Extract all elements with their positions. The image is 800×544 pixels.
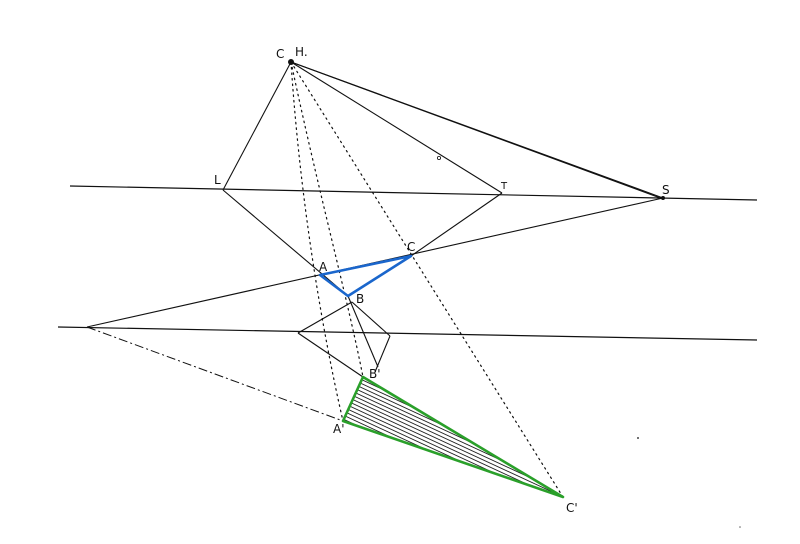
upper-horizon-line	[69, 185, 758, 201]
diamond-left-bottom	[297, 332, 364, 378]
label-b-prime: B'	[369, 367, 381, 381]
label-c-prime: C'	[566, 501, 578, 515]
triangle-abc-blue	[318, 254, 413, 298]
label-a-prime: A'	[333, 422, 345, 436]
small-dot-mark	[436, 155, 441, 160]
line-l-to-b	[222, 189, 349, 297]
label-ch-c: C	[276, 47, 284, 61]
ray-ch-to-s-lower	[290, 61, 664, 200]
dashdot-line-to-a-prime	[86, 326, 344, 422]
diamond-top-right	[351, 301, 391, 337]
ray-ch-to-l	[222, 61, 292, 191]
line-t-to-c	[410, 192, 503, 257]
dotted-ray-to-b-prime	[290, 61, 364, 378]
label-b: B	[356, 292, 364, 306]
lower-ground-line	[57, 326, 758, 341]
diamond-left-top	[297, 301, 353, 334]
dotted-ray-to-a-prime	[290, 61, 344, 422]
stray-dot-mark	[637, 437, 639, 439]
label-l: L	[214, 173, 221, 187]
label-ch-h: H.	[295, 45, 308, 59]
point-s	[661, 196, 665, 200]
ray-ch-to-t	[290, 61, 503, 194]
shadow-triangle-green	[341, 375, 565, 499]
label-t: T	[500, 181, 508, 192]
label-c: C	[407, 240, 415, 254]
label-a: A	[319, 260, 328, 274]
line-b-to-diamond-bottom	[347, 295, 379, 368]
stray-dot-mark-2	[739, 526, 741, 528]
dotted-ray-to-c-prime	[290, 61, 564, 498]
diamond-right-bottom	[374, 335, 391, 373]
point-ch	[288, 59, 294, 65]
label-s: S	[662, 183, 670, 197]
